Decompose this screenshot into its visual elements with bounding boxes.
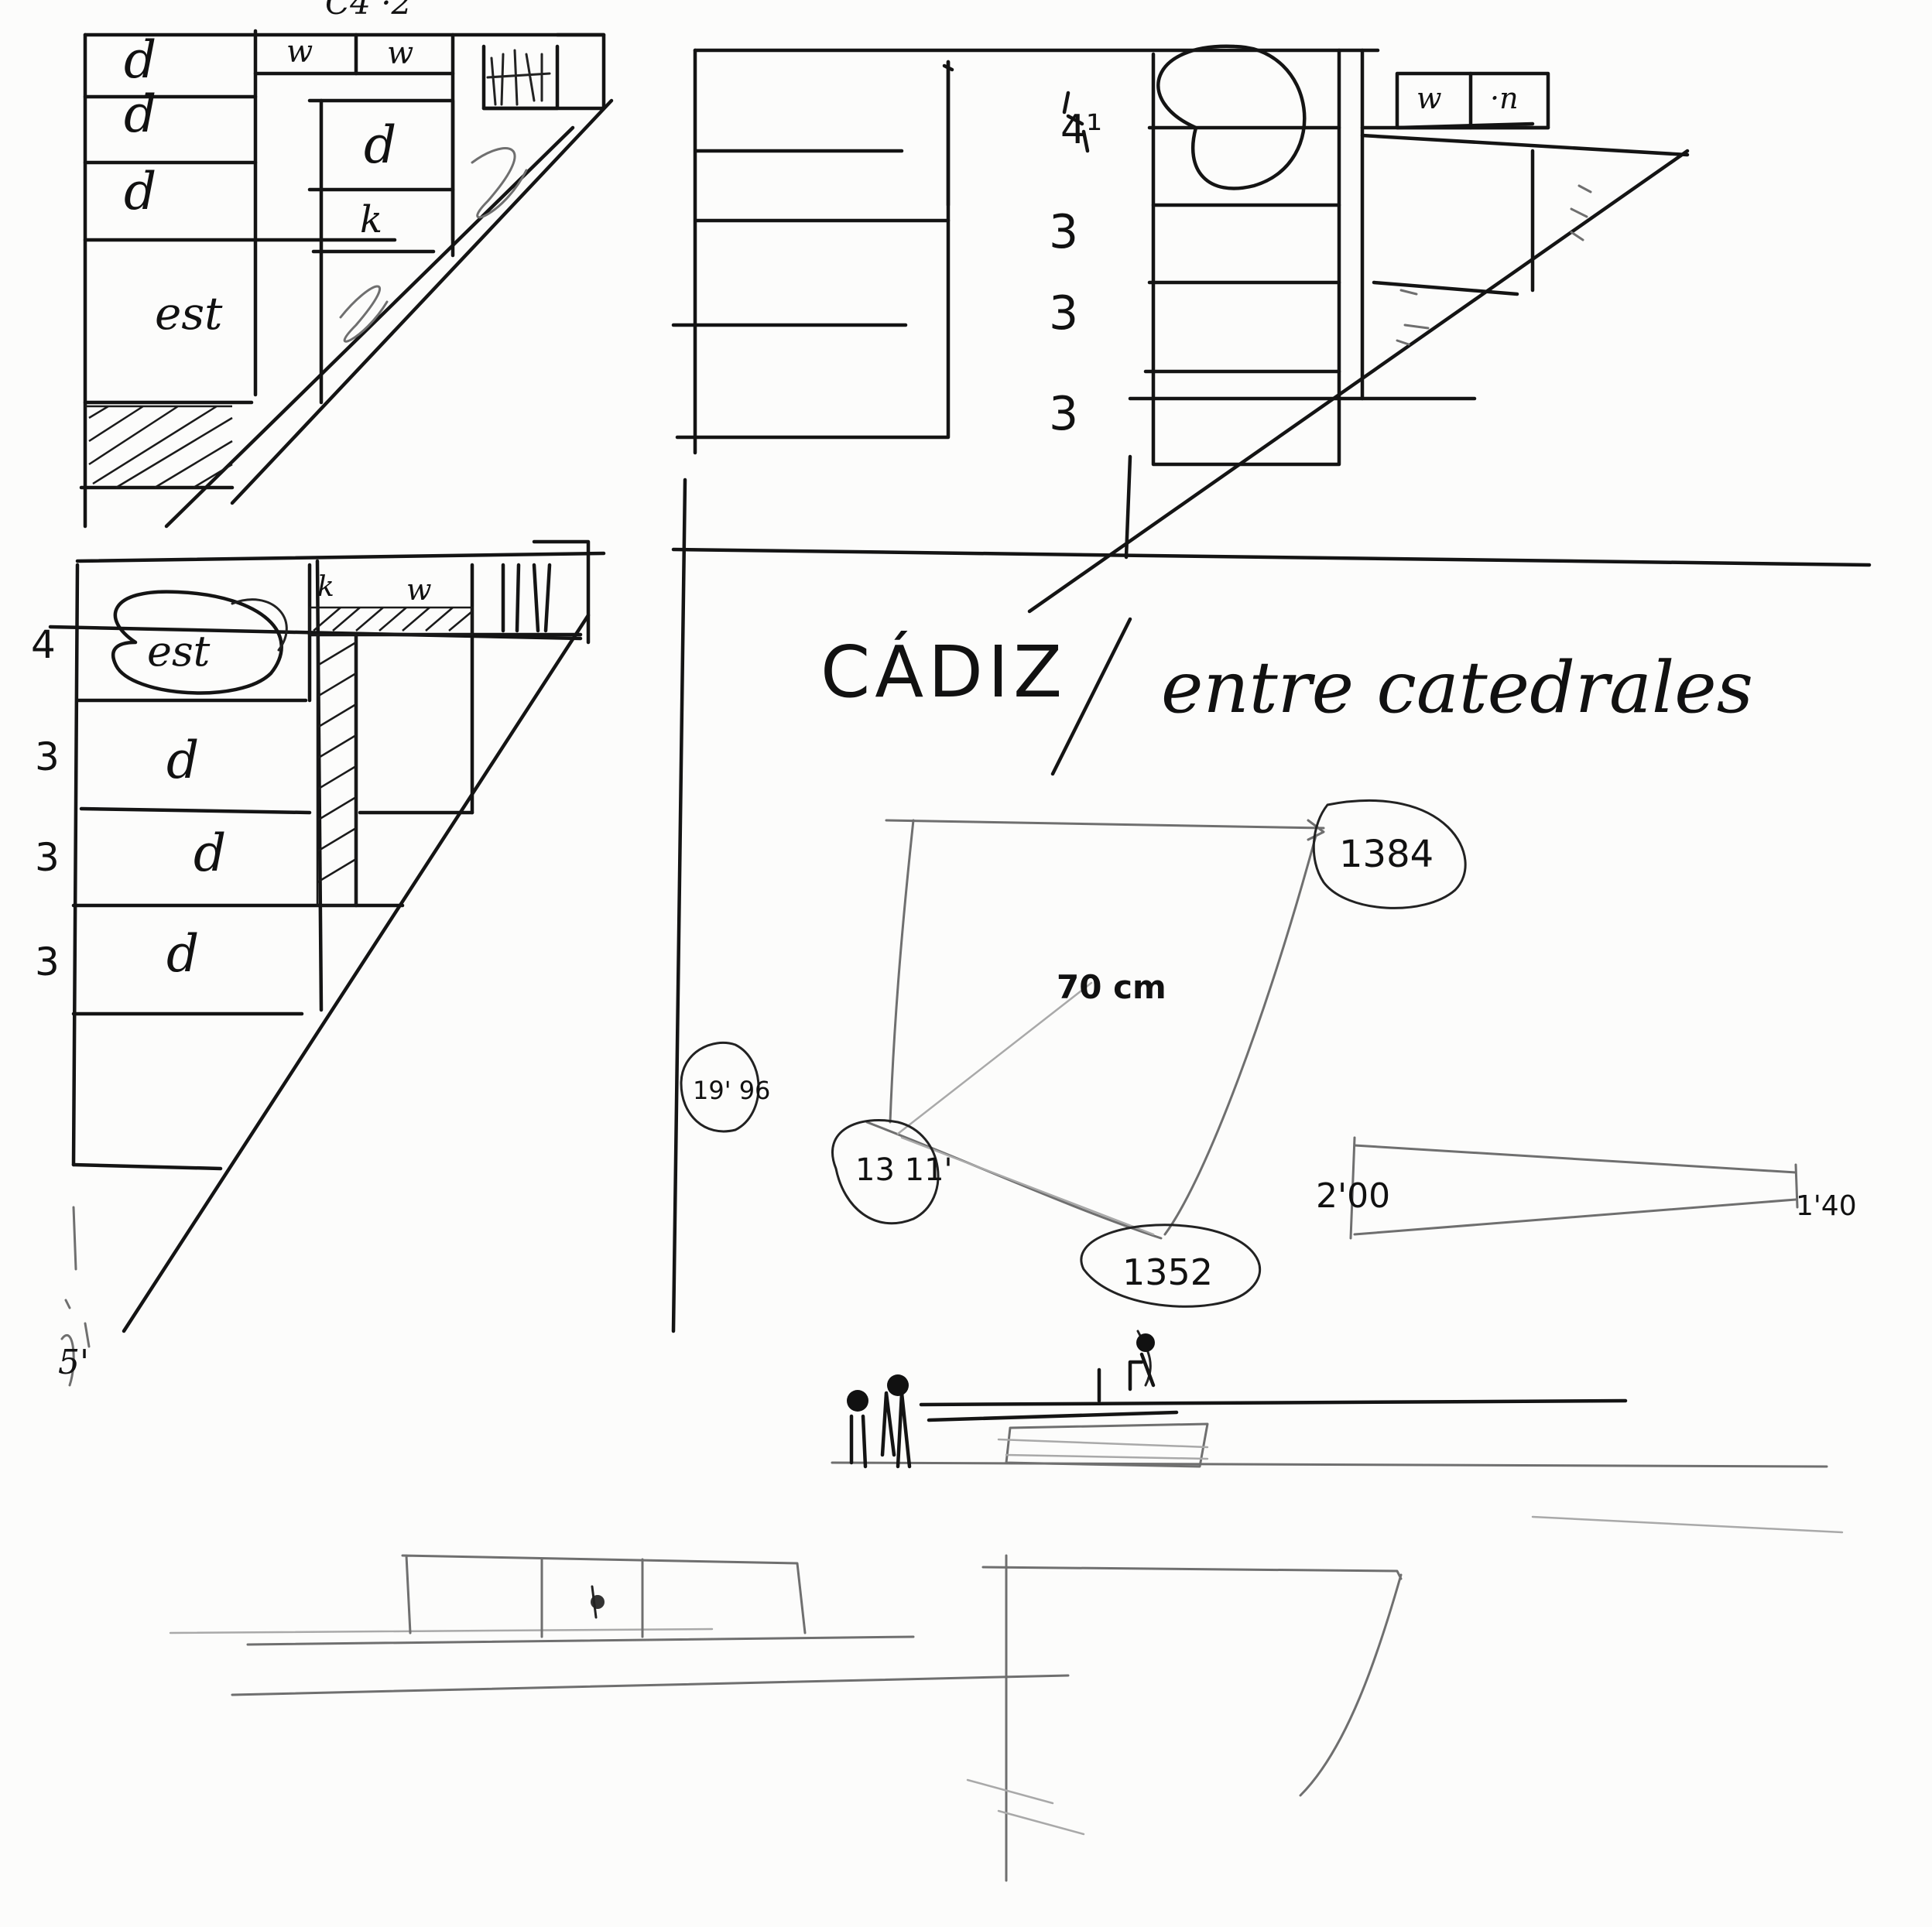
vertex-bottom-circle	[1080, 1224, 1262, 1308]
plan-top-left	[79, 29, 614, 529]
plan-top-left-top-label: C4 ·2	[325, 0, 412, 22]
elevation-sketch	[831, 1330, 1828, 1469]
plan-bottom-left-labels: 4 3 3 3 est d d d k w 5'	[31, 571, 432, 1382]
scale-width: 1'40	[1796, 1190, 1857, 1222]
bottom-room-d-3: d	[166, 924, 199, 984]
room-label-inner-d: d	[364, 115, 396, 175]
bottom-room-est: est	[147, 627, 211, 676]
scale-note: 2'00 1'40	[1316, 1136, 1857, 1240]
title-city: CÁDIZ	[820, 630, 1067, 714]
title-separator	[1050, 617, 1132, 776]
triangle-distance: 70 cm	[1057, 968, 1166, 1006]
vertex-bottom-label: 1352	[1122, 1251, 1213, 1293]
room-label-est: est	[155, 287, 223, 340]
bottom-pencil-sketch	[169, 1515, 1844, 1882]
top-right-cell-n: ·n	[1490, 81, 1519, 115]
room-label-d-2: d	[124, 84, 156, 144]
bottom-floor-count-1: 4	[31, 622, 56, 667]
bottom-top-cell-k: k	[317, 571, 334, 603]
top-cell-w-2: w	[387, 36, 413, 71]
plan-top-right	[671, 44, 1690, 614]
bottom-room-d-1: d	[166, 731, 199, 790]
sketch-title: CÁDIZ entre catedrales	[820, 617, 1753, 776]
vertex-top-right-label: 1384	[1339, 833, 1434, 876]
sheet-dividers	[671, 477, 1872, 1333]
vertex-left-label: 13 11'	[855, 1152, 953, 1188]
plan-top-right-side-label: 4¹	[1060, 107, 1102, 153]
plan-bottom-left	[48, 539, 606, 1387]
plan-top-left-labels: C4 ·2 d d d est d k w w	[124, 0, 413, 340]
top-cell-w-1: w	[286, 34, 313, 70]
room-label-inner-k: k	[360, 198, 382, 241]
floor-count-2: 3	[1049, 286, 1078, 341]
vertex-left-circle	[831, 1119, 940, 1225]
bottom-room-d-2: d	[194, 823, 226, 883]
side-note: 19' 96	[693, 1076, 770, 1105]
bottom-floor-count-3: 3	[35, 835, 60, 880]
floor-count-1: 3	[1049, 205, 1078, 259]
bottom-floor-count-4: 3	[35, 940, 60, 984]
room-label-d-1: d	[124, 30, 156, 90]
triangle-labels: 70 cm 1384 13 11' 1352 19' 96	[693, 833, 1434, 1293]
floor-count-3: 3	[1049, 387, 1078, 441]
plan-top-right-labels: 4¹ 3 3 3 w ·n	[1049, 81, 1519, 441]
corner-mark: 5'	[58, 1343, 89, 1382]
bottom-floor-count-2: 3	[35, 734, 60, 779]
vertex-top-right-circle	[1312, 799, 1467, 909]
room-label-d-3: d	[124, 162, 156, 221]
scale-length: 2'00	[1316, 1176, 1390, 1216]
top-right-cell-w: w	[1416, 81, 1442, 115]
side-note-circle	[680, 1041, 760, 1133]
triangle-diagram	[680, 799, 1467, 1308]
title-subtitle: entre catedrales	[1161, 646, 1753, 729]
bottom-top-cell-w: w	[406, 573, 432, 607]
